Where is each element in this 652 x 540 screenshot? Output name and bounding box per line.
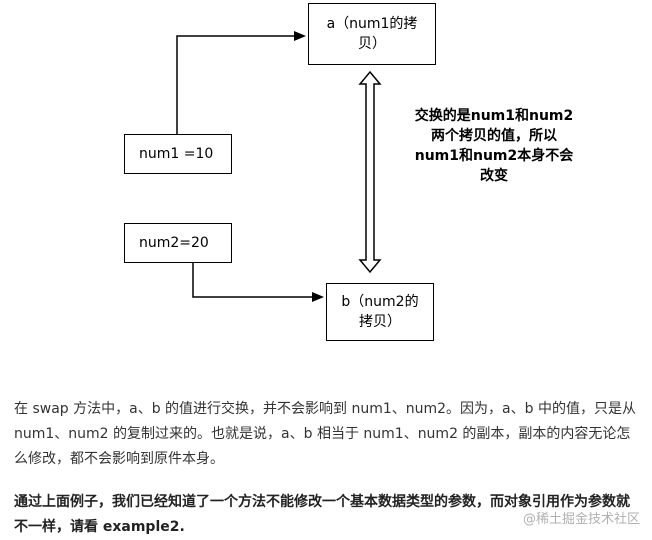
- watermark: @稀土掘金技术社区: [522, 512, 640, 527]
- num2-to-b-arrowhead: [312, 292, 324, 302]
- swap-note: 交换的是num1和num2两个拷贝的值，所以num1和num2本身不会改变: [414, 108, 574, 184]
- num1-to-a-arrowhead: [294, 31, 306, 41]
- box-num1: num1 =10: [124, 134, 232, 174]
- box-b-copy: b（num2的拷贝）: [326, 283, 434, 341]
- box-a-copy: a（num1的拷贝）: [308, 3, 436, 65]
- swap-double-arrow: [358, 70, 382, 274]
- swap-diagram: a（num1的拷贝） num1 =10 num2=20 b（num2的拷贝） 交…: [124, 3, 574, 341]
- num1-to-a-connector: [176, 35, 296, 134]
- connector-lines: [176, 31, 382, 302]
- box-b-label: b（num2的拷贝）: [341, 294, 419, 330]
- box-num2-label: num2=20: [139, 235, 209, 251]
- box-a-label: a（num1的拷贝）: [326, 16, 418, 52]
- num2-to-b-connector: [192, 263, 314, 298]
- box-num1-label: num1 =10: [139, 146, 214, 162]
- paragraph-explanation: 在 swap 方法中，a、b 的值进行交换，并不会影响到 num1、num2。因…: [14, 401, 636, 467]
- box-num2: num2=20: [124, 223, 232, 263]
- paragraph-conclusion: 通过上面例子，我们已经知道了一个方法不能修改一个基本数据类型的参数，而对象引用作…: [14, 494, 630, 535]
